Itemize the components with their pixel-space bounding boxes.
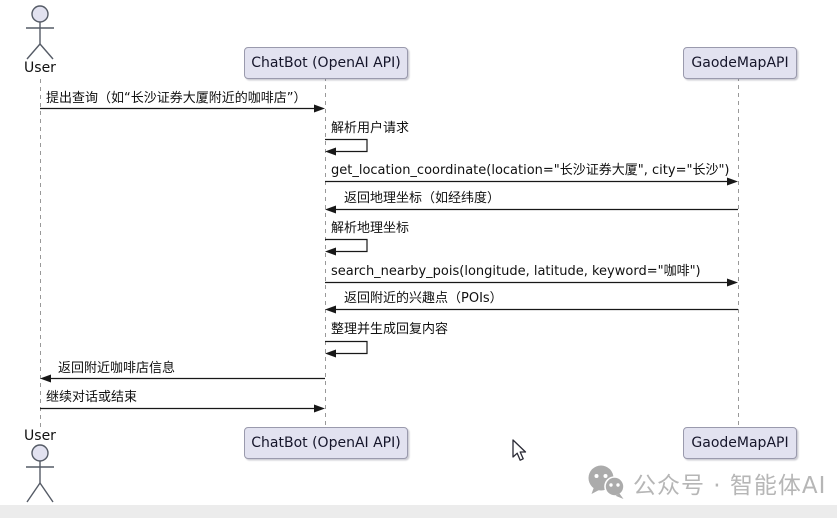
message-label-1: 提出查询（如“长沙证券大厦附近的咖啡店”） [46, 91, 307, 106]
message-arrow-8-self [325, 340, 368, 358]
participant-box-gaode-top: GaodeMapAPI [683, 47, 797, 79]
message-arrow-9 [40, 374, 325, 383]
participant-box-chatbot-bottom: ChatBot (OpenAI API) [244, 427, 408, 459]
message-label-9: 返回附近咖啡店信息 [58, 361, 176, 376]
page-bottom-strip [0, 505, 837, 518]
message-arrow-2-self [325, 138, 368, 156]
message-label-5: 解析地理坐标 [331, 221, 410, 236]
actor-user-bottom [26, 444, 54, 503]
message-arrow-10 [40, 404, 325, 413]
actor-label-user-bottom: User [24, 428, 56, 444]
message-label-3: get_location_coordinate(location="长沙证券大厦… [331, 163, 730, 178]
wechat-icon [588, 465, 625, 499]
participant-box-chatbot-top: ChatBot (OpenAI API) [244, 47, 408, 79]
actor-label-user-top: User [24, 60, 56, 76]
message-label-10: 继续对话或结束 [46, 390, 138, 405]
message-arrow-3 [325, 177, 738, 186]
message-arrow-7 [325, 305, 738, 314]
message-arrow-1 [40, 104, 325, 113]
message-arrow-6 [325, 278, 738, 287]
actor-user-top [26, 5, 54, 60]
message-arrow-5-self [325, 238, 368, 256]
message-label-4: 返回地理坐标（如经纬度） [344, 191, 501, 206]
message-label-7: 返回附近的兴趣点（POIs） [344, 291, 503, 306]
message-label-8: 整理并生成回复内容 [331, 322, 449, 337]
mouse-cursor [512, 439, 527, 461]
watermark: 公众号 · 智能体AI [586, 464, 826, 501]
watermark-text: 公众号 · 智能体AI [633, 472, 827, 499]
message-label-2: 解析用户请求 [331, 121, 410, 136]
message-label-6: search_nearby_pois(longitude, latitude, … [331, 264, 701, 279]
participant-box-gaode-bottom: GaodeMapAPI [683, 427, 797, 459]
message-arrow-4 [325, 205, 738, 214]
